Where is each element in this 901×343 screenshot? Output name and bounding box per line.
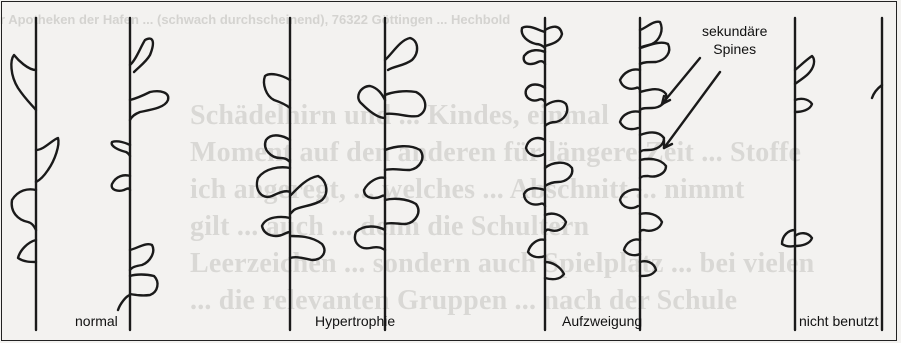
label-normal: normal [75,313,118,329]
callout-line-1: sekundäre [702,22,767,40]
dendrite-hypertrophie-left [257,18,326,330]
dendrite-nicht-benutzt-left [782,18,814,330]
dendrite-nicht-benutzt-right [872,18,882,330]
callout-sekundaere-spines: sekundäre Spines [702,22,767,58]
dendrite-normal-left [11,18,58,330]
dendrite-aufzweigung-left [522,18,573,330]
dendrite-aufzweigung-right [620,18,669,330]
callout-arrows [662,58,720,148]
callout-line-2: Spines [702,40,767,58]
label-aufzweigung: Aufzweigung [562,313,642,329]
dendrite-normal-right [112,18,169,330]
dendrite-hypertrophie-right [355,18,425,330]
label-hypertrophie: Hypertrophie [315,313,395,329]
label-nicht-benutzt: nicht benutzt [799,313,878,329]
